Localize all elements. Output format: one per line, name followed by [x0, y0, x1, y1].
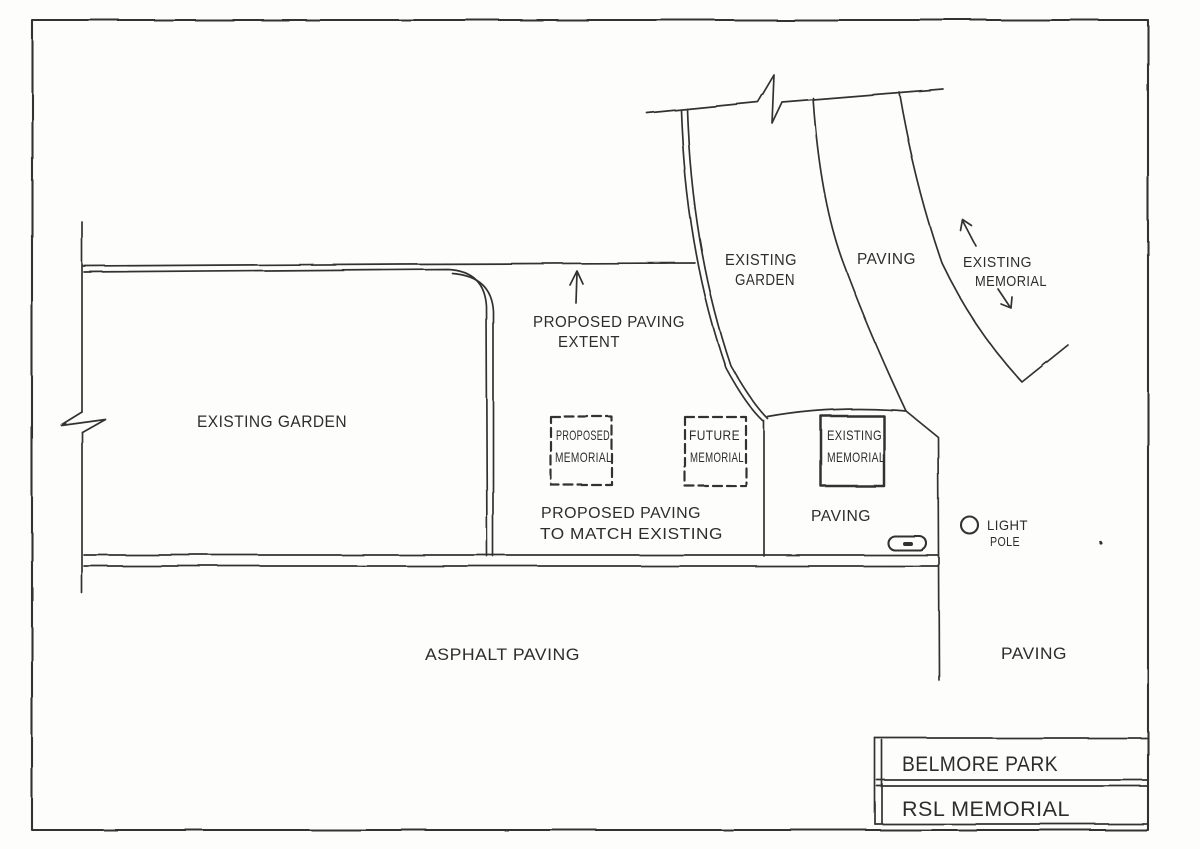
- band-paving-edge-left: [812, 97, 907, 412]
- garden-top-line-outer: [82, 262, 696, 267]
- label-proposed-paving-match-line1: PROPOSED PAVING: [541, 505, 701, 522]
- memorial-band-edge: [898, 91, 1069, 383]
- label-proposed-memorial-line1: PROPOSED: [556, 427, 610, 443]
- existing-memorial-box: [819, 414, 886, 488]
- band-garden-edge-left: [680, 109, 764, 422]
- drawing-border: [30, 18, 1150, 832]
- future-memorial-box: [683, 415, 748, 488]
- label-paving-mid: PAVING: [811, 508, 871, 525]
- label-existing-garden-left: EXISTING GARDEN: [197, 412, 347, 431]
- label-light-pole-line1: LIGHT: [987, 517, 1028, 533]
- label-existing-memorial-box-line2: MEMORIAL: [827, 449, 885, 465]
- proposed-memorial-box: [549, 415, 614, 487]
- labels-layer: EXISTING GARDEN PROPOSED PAVING EXTENT E…: [197, 251, 1070, 821]
- label-band-existing-garden-line2: GARDEN: [735, 272, 795, 289]
- label-light-pole-line2: POLE: [990, 534, 1020, 549]
- label-paving-right: PAVING: [1001, 645, 1067, 663]
- label-existing-memorial-box-line1: EXISTING: [827, 427, 882, 443]
- garden-right-line-inner: [451, 272, 494, 557]
- paving-area-top-edge: [767, 408, 907, 418]
- title-block: [874, 737, 1149, 825]
- label-future-memorial-line1: FUTURE: [689, 427, 740, 443]
- label-asphalt-paving: ASPHALT PAVING: [425, 645, 580, 664]
- label-proposed-memorial-line2: MEMORIAL: [555, 449, 612, 465]
- title-block-sheet-name: RSL MEMORIAL: [902, 798, 1070, 821]
- label-proposed-paving-extent-line1: PROPOSED PAVING: [533, 314, 685, 331]
- arrow-down-icon: [997, 288, 1013, 309]
- paving-area-right-edge: [905, 410, 940, 681]
- label-band-existing-memorial-line2: MEMORIAL: [975, 273, 1047, 290]
- bench-icon: [886, 534, 928, 552]
- label-future-memorial-line2: MEMORIAL: [690, 449, 744, 465]
- label-proposed-paving-match-line2: TO MATCH EXISTING: [540, 526, 723, 543]
- label-band-existing-memorial-line1: EXISTING: [963, 254, 1032, 271]
- label-band-existing-garden-line1: EXISTING: [725, 252, 797, 269]
- left-break-line-icon: [60, 411, 106, 433]
- top-path-line-with-break: [646, 74, 944, 124]
- label-band-paving: PAVING: [857, 251, 916, 268]
- light-pole-icon: [959, 515, 980, 535]
- title-block-project-name: BELMORE PARK: [902, 753, 1058, 776]
- ink-dot: [1099, 541, 1103, 545]
- extent-arrow-icon: [569, 270, 584, 304]
- label-proposed-paving-extent-line2: EXTENT: [558, 334, 620, 351]
- band-garden-edge-right: [686, 108, 769, 420]
- arrow-up-icon: [960, 219, 977, 247]
